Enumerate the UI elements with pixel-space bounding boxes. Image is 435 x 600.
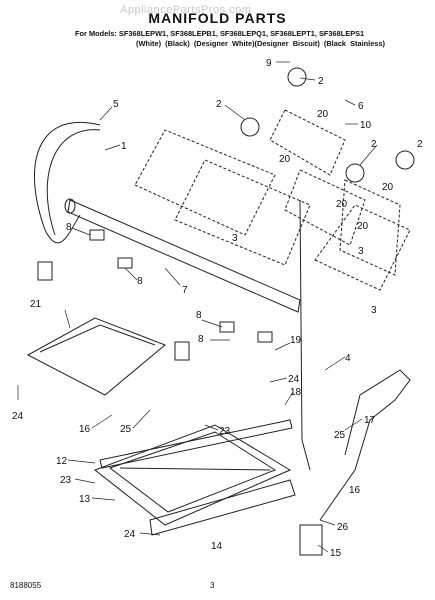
callout-20: 20 — [357, 221, 369, 232]
callout-1: 1 — [121, 141, 127, 152]
callout-2: 2 — [417, 139, 423, 150]
callout-14: 14 — [211, 541, 223, 552]
finish-black: (Black) — [165, 39, 190, 48]
callout-26: 26 — [337, 522, 349, 533]
callout-8: 8 — [198, 334, 204, 345]
callout-24: 24 — [288, 374, 300, 385]
callout-21: 21 — [30, 299, 42, 310]
document-number: 8188055 — [10, 581, 42, 590]
finish-black-stainless: (Black Stainless) — [323, 39, 386, 48]
finish-designer-biscuit: (Designer Biscuit) — [254, 39, 320, 48]
finish-designer-white: (Designer White) — [193, 39, 255, 48]
finish-white: (White) — [136, 39, 162, 48]
callout-9: 9 — [266, 58, 272, 69]
callout-18: 18 — [290, 387, 302, 398]
callout-16: 16 — [79, 424, 91, 435]
watermark: AppliancePartsPros.com — [120, 4, 252, 16]
callout-3: 3 — [232, 233, 238, 244]
callout-7: 7 — [182, 285, 188, 296]
callout-23: 23 — [60, 475, 72, 486]
callout-23: 23 — [219, 426, 231, 437]
callout-25: 25 — [120, 424, 132, 435]
callout-6: 6 — [358, 101, 364, 112]
callout-16: 16 — [349, 485, 361, 496]
callout-8: 8 — [66, 222, 72, 233]
callout-25: 25 — [334, 430, 346, 441]
callout-10: 10 — [360, 120, 372, 131]
page-number: 3 — [210, 581, 215, 590]
callout-20: 20 — [317, 109, 329, 120]
callout-4: 4 — [345, 353, 351, 364]
callout-12: 12 — [56, 456, 68, 467]
callout-5: 5 — [113, 99, 119, 110]
callout-2: 2 — [371, 139, 377, 150]
callout-13: 13 — [79, 494, 91, 505]
models-line: For Models: SF368LEPW1, SF368LEPB1, SF36… — [75, 29, 365, 38]
callout-20: 20 — [279, 154, 291, 165]
callout-24: 24 — [124, 529, 136, 540]
callout-19: 19 — [290, 335, 302, 346]
callout-20: 20 — [336, 199, 348, 210]
callout-2: 2 — [318, 76, 324, 87]
callout-20: 20 — [382, 182, 394, 193]
callout-17: 17 — [364, 415, 376, 426]
finishes-line: (White) (Black) (Designer White)(Designe… — [136, 39, 385, 48]
callout-3: 3 — [371, 305, 377, 316]
callout-24: 24 — [12, 411, 24, 422]
page-title: MANIFOLD PARTS — [148, 10, 287, 26]
callout-8: 8 — [196, 310, 202, 321]
callout-15: 15 — [330, 548, 342, 559]
callout-3: 3 — [358, 246, 364, 257]
callout-8: 8 — [137, 276, 143, 287]
callout-2: 2 — [216, 99, 222, 110]
